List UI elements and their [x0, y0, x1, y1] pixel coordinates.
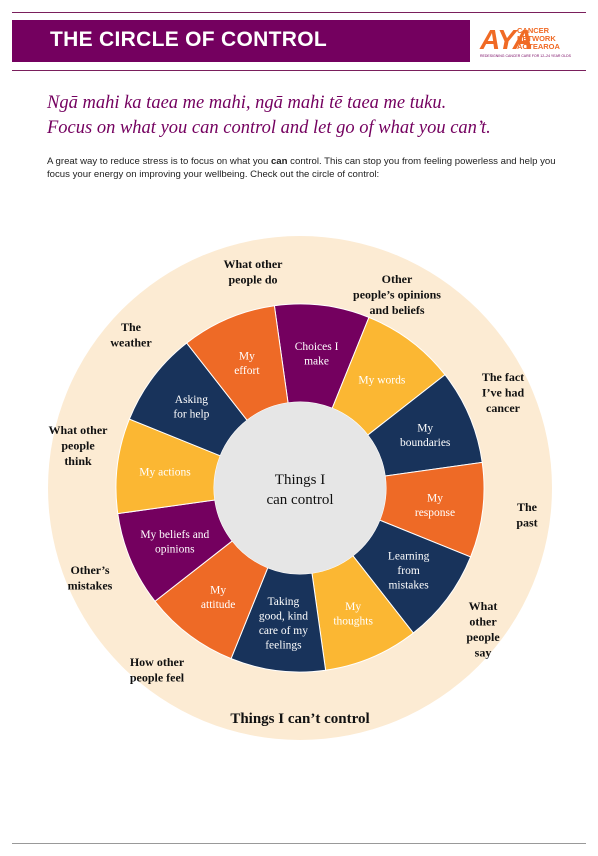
page-title: THE CIRCLE OF CONTROL [50, 28, 327, 51]
segment-label-3-line-1: response [415, 507, 455, 519]
segment-label-5-line-0: My [345, 601, 361, 613]
outer-label-4-line-3: say [475, 646, 492, 660]
title-bar [12, 20, 470, 62]
segment-label-7-line-1: attitude [201, 599, 236, 611]
cant-control-label: Things I can’t control [230, 711, 369, 727]
intro-paragraph: A great way to reduce stress is to focus… [47, 155, 567, 181]
segment-label-10-line-1: for help [173, 408, 209, 420]
center-label-line-1: Things I [275, 472, 325, 488]
intro-text-end: control. This can stop you from feeling … [47, 156, 556, 180]
outer-label-4-line-1: other [469, 615, 497, 629]
segment-label-8-line-1: opinions [155, 543, 195, 555]
outer-label-6-line-0: Other’s [70, 563, 109, 577]
logo-line-3: AOTEAROA [517, 42, 560, 51]
outer-label-1-line-1: people’s opinions [353, 288, 441, 302]
segment-label-4-line-2: mistakes [388, 579, 429, 591]
outer-label-4-line-0: What [469, 599, 498, 613]
segment-label-7-line-0: My [210, 584, 226, 596]
segment-label-0-line-0: Choices I [295, 341, 339, 353]
outer-label-4-line-2: people [466, 630, 500, 644]
outer-label-7-line-0: What other [49, 423, 109, 437]
segment-label-2-line-0: My [417, 423, 433, 435]
tagline-maori: Ngā mahi ka taea me mahi, ngā mahi tē ta… [47, 93, 447, 113]
outer-label-2-line-0: The fact [482, 370, 524, 384]
center-label-line-2: can control [266, 492, 333, 508]
segment-label-5-line-1: thoughts [333, 615, 373, 627]
outer-label-0-line-1: people do [228, 273, 277, 287]
segment-label-0-line-1: make [304, 355, 329, 367]
outer-label-7-line-2: think [64, 454, 92, 468]
segment-label-9-line-0: My actions [139, 466, 191, 478]
header-bottom-rule [12, 70, 586, 71]
segment-label-6-line-2: care of my [259, 625, 308, 637]
segment-label-2-line-1: boundaries [400, 437, 451, 449]
top-rule [12, 12, 586, 13]
outer-label-8-line-0: The [121, 320, 142, 334]
logo-subline: REDESIGNING CANCER CARE FOR 12–24 YEAR O… [480, 54, 571, 58]
segment-label-1-line-0: My words [358, 374, 405, 386]
outer-label-1-line-0: Other [382, 272, 413, 286]
bottom-rule [12, 843, 586, 844]
outer-label-5-line-0: How other [130, 655, 185, 669]
segment-label-4-line-0: Learning [388, 550, 430, 562]
intro-text-bold: can [270, 156, 288, 167]
outer-label-6-line-1: mistakes [68, 579, 113, 593]
outer-label-3-line-1: past [516, 516, 537, 530]
outer-label-7-line-1: people [61, 439, 95, 453]
center-circle [214, 402, 386, 574]
logo-line-1: CANCER [517, 26, 550, 35]
segment-label-6-line-0: Taking [268, 596, 300, 608]
tagline-english: Focus on what you can control and let go… [47, 118, 491, 138]
outer-label-1-line-2: and beliefs [369, 303, 424, 317]
outer-label-2-line-1: I’ve had [482, 386, 525, 400]
segment-label-6-line-3: feelings [265, 640, 302, 652]
aya-logo: AYA CANCER NETWORK AOTEAROA REDESIGNING … [480, 24, 590, 64]
logo-aya-text: AYA [480, 24, 533, 55]
segment-label-11-line-0: My [239, 351, 255, 363]
outer-label-3-line-0: The [517, 500, 538, 514]
segment-label-6-line-1: good, kind [259, 611, 308, 623]
outer-labels: What other people do Other people’s opinion… [49, 257, 538, 685]
intro-text-start: A great way to reduce stress is to focus… [47, 156, 271, 167]
segment-label-3-line-0: My [427, 492, 443, 504]
segment-label-11-line-1: effort [234, 365, 260, 377]
segment-label-10-line-0: Asking [175, 394, 208, 406]
outer-label-0-line-0: What other [224, 257, 284, 271]
outer-label-5-line-1: people feel [130, 671, 185, 685]
outer-label-2-line-2: cancer [486, 401, 521, 415]
segment-label-8-line-0: My beliefs and [140, 529, 209, 541]
segment-label-4-line-1: from [397, 565, 419, 577]
outer-label-8-line-1: weather [110, 336, 152, 350]
logo-line-2: NETWORK [517, 34, 556, 43]
